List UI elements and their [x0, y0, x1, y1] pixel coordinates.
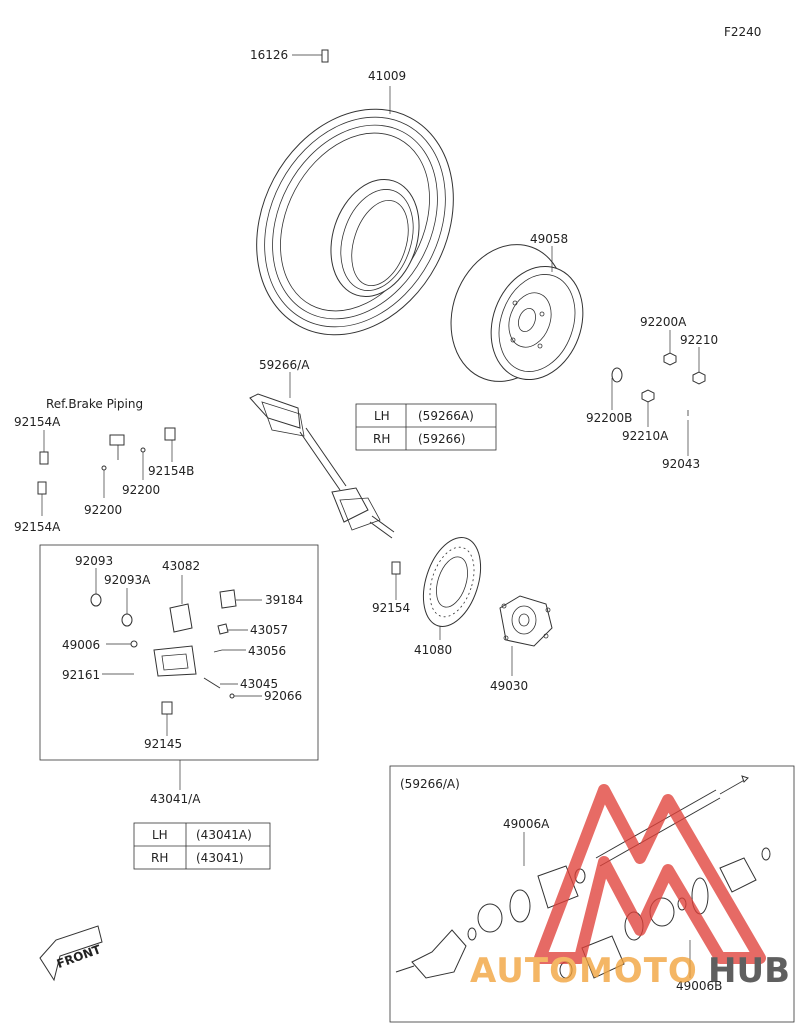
label-92093: 92093 — [75, 554, 113, 568]
watermark-text-hub: HUB — [708, 951, 790, 991]
caliper-table-rh-part: (43041) — [196, 851, 244, 865]
label-92200-b: 92200 — [122, 483, 160, 497]
label-59266a-detail: (59266/A) — [400, 777, 460, 791]
automotohub-watermark: AUTOMOTO HUB — [470, 784, 790, 991]
caliper-assembly-box — [39, 544, 319, 761]
axle-side-table: LH (59266A) RH (59266) — [355, 403, 497, 451]
axle-detail-box — [389, 765, 795, 1023]
axle-table-rh-side: RH — [373, 432, 390, 446]
label-41080: 41080 — [414, 643, 452, 657]
label-49030: 49030 — [490, 679, 528, 693]
caliper-side-table: LH (43041A) RH (43041) — [133, 822, 271, 870]
axle-table-lh-part: (59266A) — [418, 409, 474, 423]
label-49058: 49058 — [530, 232, 568, 246]
caliper-table-lh-part: (43041A) — [196, 828, 252, 842]
brake-clips — [37, 427, 176, 516]
valve-16126 — [292, 49, 329, 63]
axle-table-rh-part: (59266) — [418, 432, 466, 446]
caliper-table-rh-side: RH — [151, 851, 168, 865]
label-92200-a: 92200 — [84, 503, 122, 517]
brake-disc-41080 — [422, 537, 482, 627]
label-92210a: 92210A — [622, 429, 669, 443]
label-16126: 16126 — [250, 48, 288, 62]
label-49006: 49006 — [62, 638, 100, 652]
label-43056: 43056 — [248, 644, 286, 658]
label-92154: 92154 — [372, 601, 410, 615]
label-92200b: 92200B — [586, 411, 632, 425]
label-59266a: 59266/A — [259, 358, 310, 372]
label-92154a-bottom: 92154A — [14, 520, 61, 534]
label-41009: 41009 — [368, 69, 406, 83]
label-49006a: 49006A — [503, 817, 550, 831]
label-92154b: 92154B — [148, 464, 194, 478]
wheel-hardware — [611, 330, 706, 456]
front-direction-arrow: FRONT — [39, 925, 104, 982]
axle-table-lh-side: LH — [374, 409, 390, 423]
watermark-text-automoto: AUTOMOTO — [470, 951, 698, 991]
label-92145: 92145 — [144, 737, 182, 751]
label-43082: 43082 — [162, 559, 200, 573]
tire-41009 — [256, 108, 454, 336]
wheel-rim-49058 — [450, 244, 584, 382]
label-92161: 92161 — [62, 668, 100, 682]
label-43041a: 43041/A — [150, 792, 201, 806]
caliper-parts — [90, 568, 262, 736]
label-39184: 39184 — [265, 593, 303, 607]
label-92066: 92066 — [264, 689, 302, 703]
wheel-hub-49030 — [499, 595, 553, 647]
label-49006b: 49006B — [676, 979, 722, 993]
label-43057: 43057 — [250, 623, 288, 637]
label-43045: 43045 — [240, 677, 278, 691]
label-92154a-top: 92154A — [14, 415, 61, 429]
caliper-table-lh-side: LH — [152, 828, 168, 842]
label-92093a: 92093A — [104, 573, 151, 587]
bolt-92154 — [391, 561, 401, 600]
label-92210: 92210 — [680, 333, 718, 347]
label-92200a: 92200A — [640, 315, 687, 329]
label-92043: 92043 — [662, 457, 700, 471]
ref-brake-piping-note: Ref.Brake Piping — [46, 397, 143, 411]
figure-code: F2240 — [724, 25, 761, 39]
drive-axle-59266 — [249, 393, 395, 539]
